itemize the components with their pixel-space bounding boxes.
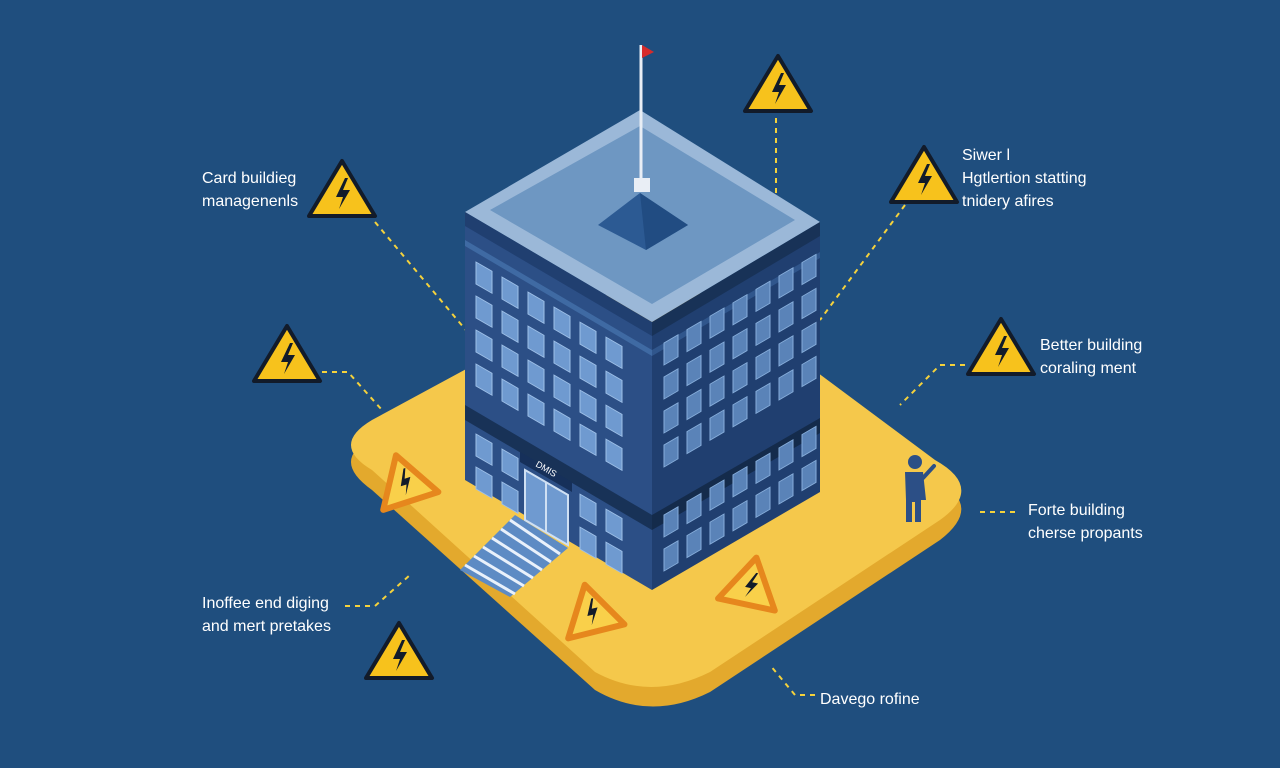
warning-triangle-icon xyxy=(252,324,322,383)
callout-line: coraling ment xyxy=(1040,360,1137,377)
warning-triangle-icon xyxy=(364,621,434,680)
callout-forte-building: Forte building cherse propants xyxy=(1028,499,1143,545)
callout-silver: Siwer l Hgtlertion statting tnidery afir… xyxy=(962,144,1087,213)
callout-line: Inoffee end diging xyxy=(202,595,329,612)
warning-triangle-icon xyxy=(966,317,1036,376)
building-door: DMIS xyxy=(520,452,572,547)
callout-inoffee: Inoffee end diging and mert pretakes xyxy=(202,592,331,638)
callout-line: cherse propants xyxy=(1028,525,1143,542)
callout-line: managenenls xyxy=(202,193,299,210)
leader-line-inoffee xyxy=(345,574,411,607)
leader-line-silver xyxy=(819,204,906,321)
callout-line: and mert pretakes xyxy=(202,618,331,635)
callout-line: tnidery afires xyxy=(962,193,1054,210)
callout-line: Hgtlertion statting xyxy=(962,170,1087,187)
callout-line: Card buildieg xyxy=(202,170,297,187)
leader-lines xyxy=(322,118,1015,696)
building: DMIS xyxy=(465,45,820,590)
callout-davego: Davego rofine xyxy=(820,688,920,711)
front-windows xyxy=(475,261,623,575)
warning-triangle-icon xyxy=(743,54,813,113)
callout-better-building: Better building coraling ment xyxy=(1040,334,1142,380)
side-windows xyxy=(663,253,817,572)
warning-triangle-icon xyxy=(307,159,377,218)
callout-card-building: Card buildieg managenenls xyxy=(202,167,298,213)
leader-line-better xyxy=(899,364,965,406)
leader-line-davego xyxy=(769,664,815,696)
entrance-stairs xyxy=(460,515,568,597)
leader-line-left xyxy=(322,371,383,411)
person-icon xyxy=(905,455,936,522)
flag-icon xyxy=(642,45,654,58)
callout-line: Forte building xyxy=(1028,502,1125,519)
callout-line: Better building xyxy=(1040,337,1143,354)
leader-line-card xyxy=(374,221,471,336)
callout-line: Siwer l xyxy=(962,147,1011,164)
building-roof xyxy=(465,45,820,336)
callout-line: Davego rofine xyxy=(820,691,920,708)
warning-triangle-icon xyxy=(889,145,959,204)
